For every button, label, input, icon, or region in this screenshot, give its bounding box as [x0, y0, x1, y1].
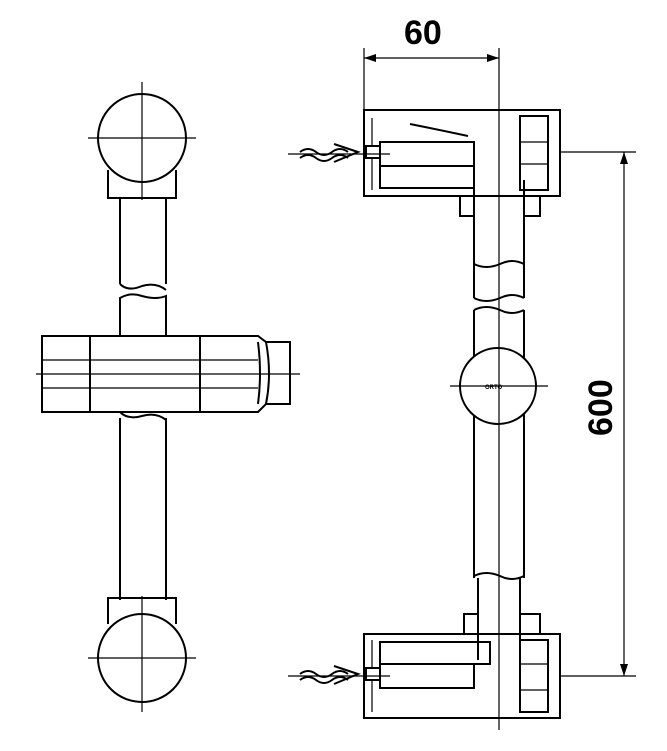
front-slider: [36, 293, 300, 421]
front-lower-rod: [119, 418, 167, 600]
side-slider-knob: ORTO: [450, 347, 548, 425]
front-bottom-bracket: [88, 596, 196, 712]
front-upper-rod: [119, 198, 167, 291]
dimension-length-label: 600: [582, 379, 620, 436]
side-rod: [473, 180, 525, 660]
dimension-length: 600: [560, 151, 636, 677]
dimension-depth-label: 60: [404, 14, 442, 52]
side-top-bracket: [288, 109, 561, 217]
front-view: [36, 82, 300, 712]
side-view: ORTO: [288, 14, 636, 730]
front-top-bracket: [88, 82, 196, 200]
brand-mark: ORTO: [485, 385, 503, 391]
bottom-screw-anchor: [288, 665, 390, 685]
top-screw-anchor: [288, 143, 390, 163]
dimension-depth: 60: [363, 14, 499, 110]
